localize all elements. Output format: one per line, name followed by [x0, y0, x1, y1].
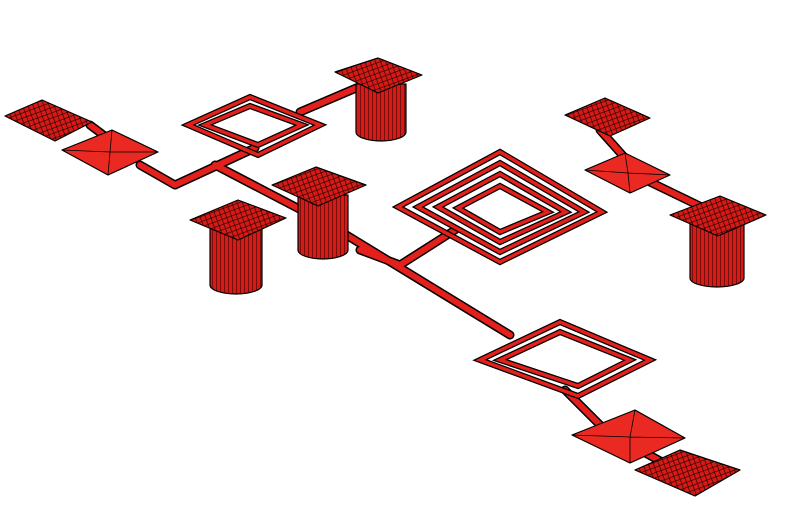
- pad-bottom-right: [634, 449, 741, 497]
- capacitor-bottom: [571, 409, 686, 464]
- via-center-left: [189, 199, 287, 295]
- pad-top-right: [564, 97, 651, 137]
- inductor-bottom: [472, 318, 658, 400]
- via-top: [334, 57, 423, 142]
- capacitor-right: [584, 152, 671, 194]
- inductor-top: [180, 93, 328, 159]
- capacitor-left: [61, 129, 159, 176]
- via-right: [669, 195, 767, 288]
- inductor-large: [391, 148, 609, 266]
- via-center-right: [271, 166, 367, 260]
- pad-top-left: [4, 99, 93, 142]
